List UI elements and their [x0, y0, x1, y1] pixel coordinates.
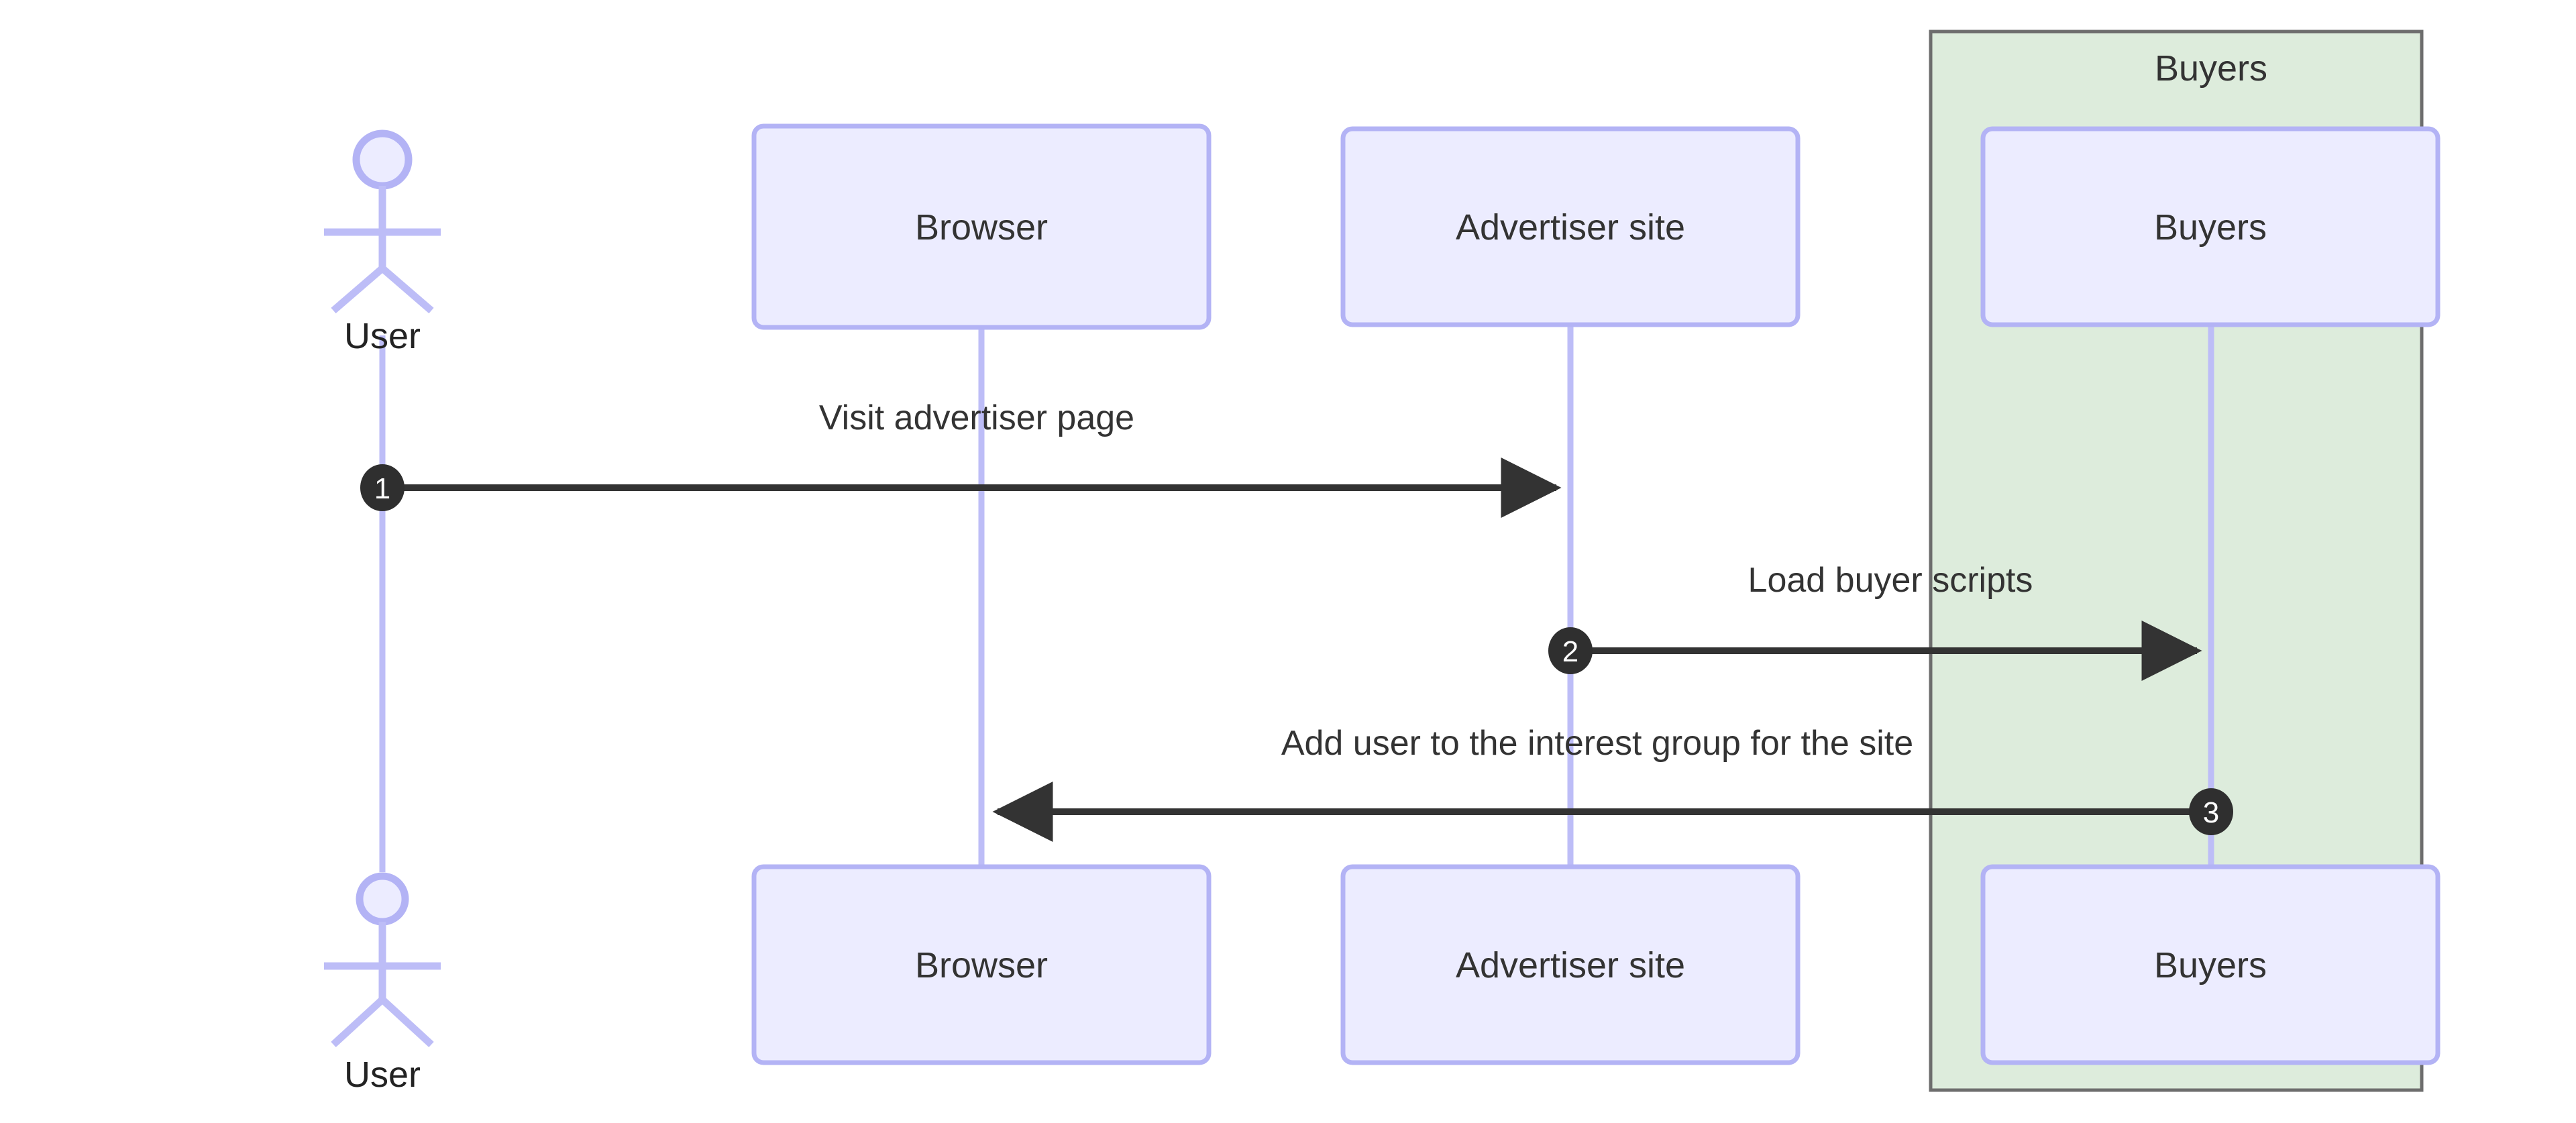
message-1-number: 1	[374, 472, 390, 505]
message-3-badge	[2189, 788, 2233, 835]
participant-buyers-bottom[interactable]: Buyers	[1980, 864, 2440, 1065]
actor-leg-left-line	[331, 996, 385, 1048]
actor-user-top[interactable]: User	[324, 129, 441, 356]
participant-advertiser-top[interactable]: Advertiser site	[1340, 126, 1801, 327]
participant-advertiser-bottom-label: Advertiser site	[1456, 945, 1685, 985]
participant-advertiser-bottom[interactable]: Advertiser site	[1340, 864, 1801, 1065]
participant-browser-top[interactable]: Browser	[751, 123, 1212, 330]
message-2[interactable]: Load buyer scripts 2	[1548, 561, 2202, 681]
message-2-badge	[1548, 627, 1593, 674]
participant-buyers-top[interactable]: Buyers	[1980, 126, 2440, 327]
participant-box-rect	[751, 123, 1212, 330]
participant-browser-bottom-label: Browser	[915, 945, 1048, 985]
message-3[interactable]: Add user to the interest group for the s…	[992, 724, 2233, 842]
actor-head-icon	[356, 872, 409, 926]
message-1[interactable]: Visit advertiser page 1	[360, 398, 1562, 518]
participant-box-rect	[1340, 864, 1801, 1065]
group-box-label: Buyers	[2155, 48, 2267, 89]
message-3-label: Add user to the interest group for the s…	[1281, 724, 1913, 763]
participant-box-rect	[1980, 864, 2440, 1065]
actor-leg-right-line	[380, 265, 434, 314]
actor-user-bottom[interactable]: User	[324, 872, 441, 1095]
message-2-label: Load buyer scripts	[1748, 561, 2033, 600]
participant-box-rect	[1340, 126, 1801, 327]
participant-box-rect	[1980, 126, 2440, 327]
actor-leg-left-line	[331, 265, 385, 314]
actor-head-icon	[352, 129, 413, 190]
lifelines	[379, 323, 2214, 872]
actor-leg-right-line	[380, 996, 434, 1048]
message-2-number: 2	[1562, 635, 1578, 668]
participant-browser-bottom[interactable]: Browser	[751, 864, 1212, 1065]
message-3-number: 3	[2203, 796, 2219, 829]
participant-buyers-top-label: Buyers	[2154, 207, 2267, 248]
participant-browser-top-label: Browser	[915, 207, 1048, 248]
actor-user-top-label: User	[344, 316, 421, 356]
participant-box-rect	[751, 864, 1212, 1065]
message-1-label: Visit advertiser page	[819, 398, 1134, 437]
message-1-badge	[360, 464, 405, 511]
participant-buyers-bottom-label: Buyers	[2154, 945, 2267, 985]
actor-user-bottom-label: User	[344, 1055, 421, 1095]
participant-advertiser-top-label: Advertiser site	[1456, 207, 1685, 248]
